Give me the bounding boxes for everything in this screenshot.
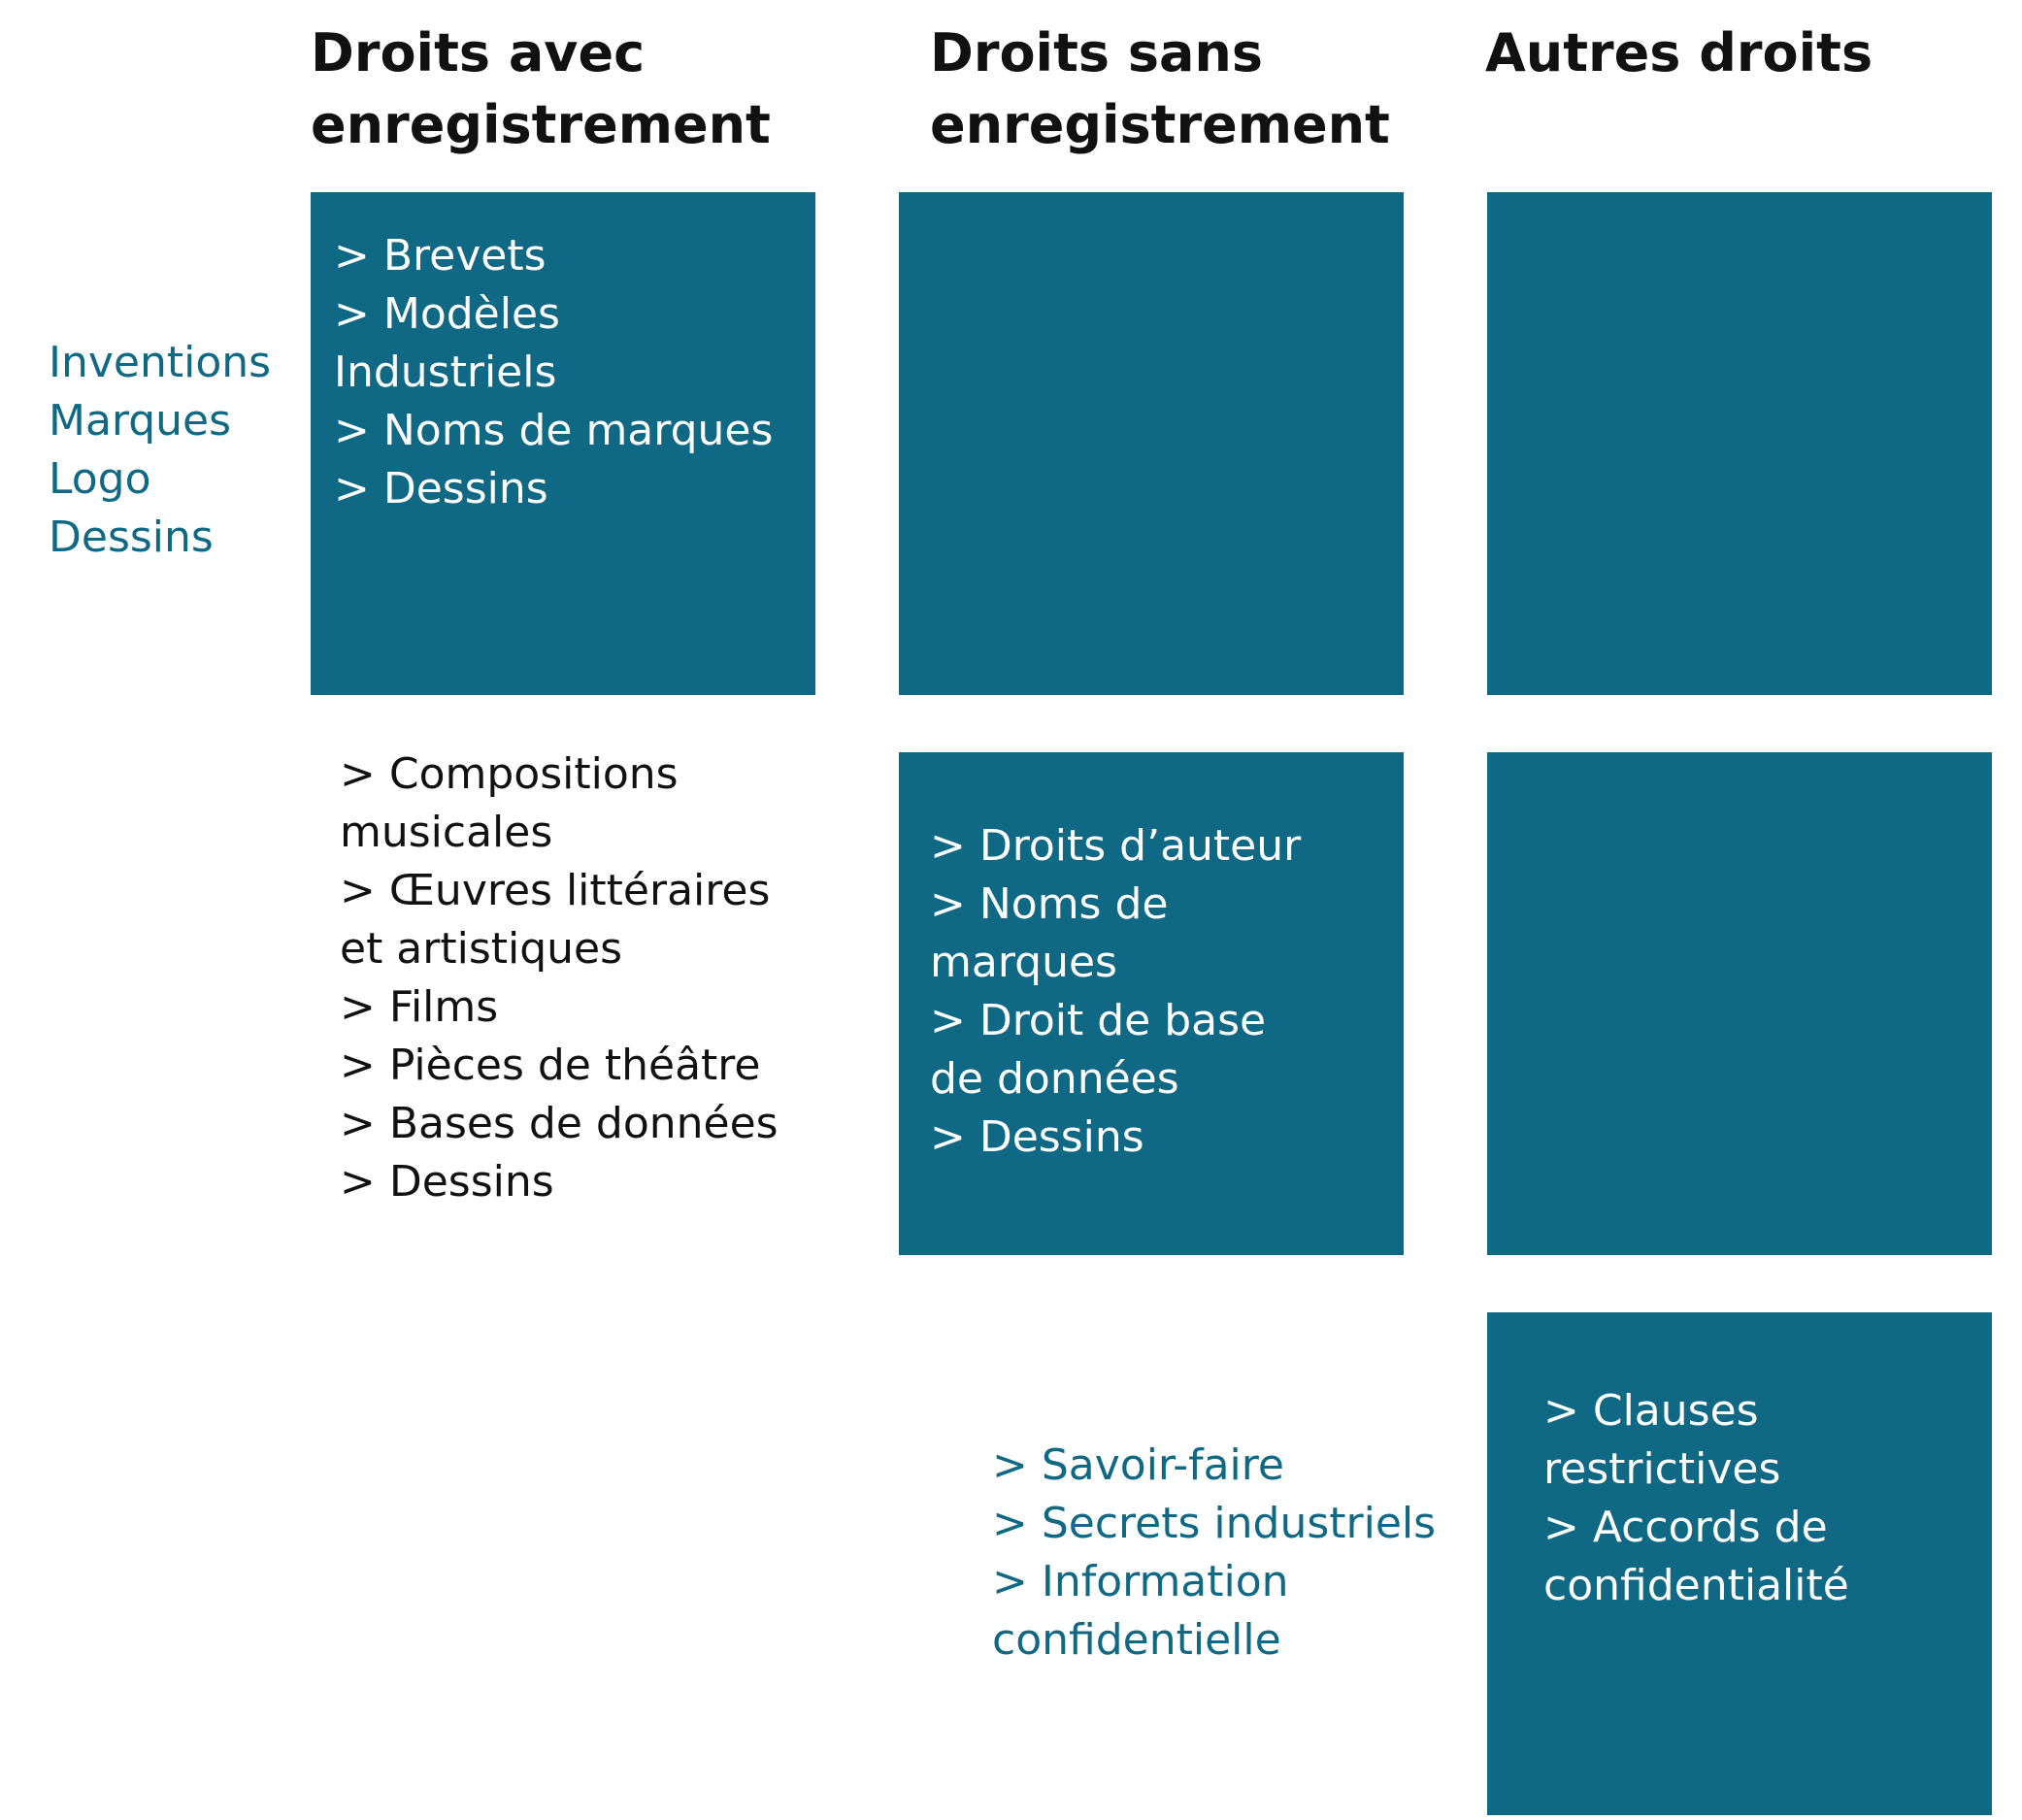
list-item: > Clauses <box>1543 1386 1759 1436</box>
list-item: musicales <box>340 808 553 857</box>
box-row2-col2 <box>899 752 1404 1255</box>
list-item: marques <box>930 938 1117 987</box>
header-line: Droits sans <box>930 22 1263 83</box>
list-item: > Films <box>340 982 499 1032</box>
list-item: restrictives <box>1543 1444 1781 1494</box>
list-item: confidentialité <box>1543 1561 1849 1610</box>
list-item: > Pièces de théâtre <box>340 1041 761 1090</box>
list-item: > Savoir-faire <box>992 1440 1284 1490</box>
list-item: > Compositions <box>340 749 679 799</box>
list-item: > Droit de base <box>930 996 1267 1045</box>
list-item: > Bases de données <box>340 1099 779 1148</box>
left-label: Marques <box>49 396 232 446</box>
list-item: de données <box>930 1054 1179 1104</box>
list-item: Industriels <box>334 347 557 397</box>
list-item: > Dessins <box>334 464 548 513</box>
list-trade-secrets: > Savoir-faire > Secrets industriels > I… <box>992 1437 1436 1670</box>
list-item: > Droits d’auteur <box>930 821 1302 871</box>
list-item: > Accords de <box>1543 1503 1828 1552</box>
left-labels: Inventions Marques Logo Dessins <box>49 334 271 567</box>
box-row3-col3 <box>1487 1312 1992 1815</box>
list-item: > Brevets <box>334 231 547 281</box>
box-row2-col3 <box>1487 752 1992 1255</box>
header-line: enregistrement <box>311 94 771 155</box>
list-item: et artistiques <box>340 924 623 974</box>
list-item: > Œuvres littéraires <box>340 866 771 915</box>
list-copyright-works: > Compositions musicales > Œuvres littér… <box>340 745 779 1211</box>
left-label: Inventions <box>49 338 272 387</box>
left-label: Logo <box>49 454 151 504</box>
left-label: Dessins <box>49 513 214 562</box>
list-unregistered-rights: > Droits d’auteur > Noms de marques > Dr… <box>930 817 1301 1167</box>
list-item: > Noms de <box>930 879 1169 929</box>
box-row1-col1 <box>311 192 815 695</box>
list-item: > Information <box>992 1557 1289 1606</box>
list-item: > Noms de marques <box>334 406 774 455</box>
list-other-rights: > Clauses restrictives > Accords de conf… <box>1543 1382 1849 1615</box>
list-item: > Dessins <box>930 1112 1144 1162</box>
header-droits-avec-enregistrement: Droits avec enregistrement <box>311 17 771 161</box>
header-line: Autres droits <box>1485 22 1873 83</box>
list-item: > Modèles <box>334 289 560 339</box>
list-item: > Dessins <box>340 1157 554 1207</box>
list-item: confidentielle <box>992 1615 1281 1665</box>
header-line: Droits avec <box>311 22 646 83</box>
header-line: enregistrement <box>930 94 1390 155</box>
list-registered-rights: > Brevets > Modèles Industriels > Noms d… <box>334 227 773 518</box>
header-droits-sans-enregistrement: Droits sans enregistrement <box>930 17 1390 161</box>
header-autres-droits: Autres droits <box>1485 17 1873 89</box>
box-row1-col3 <box>1487 192 1992 695</box>
list-item: > Secrets industriels <box>992 1499 1437 1548</box>
box-row1-col2 <box>899 192 1404 695</box>
